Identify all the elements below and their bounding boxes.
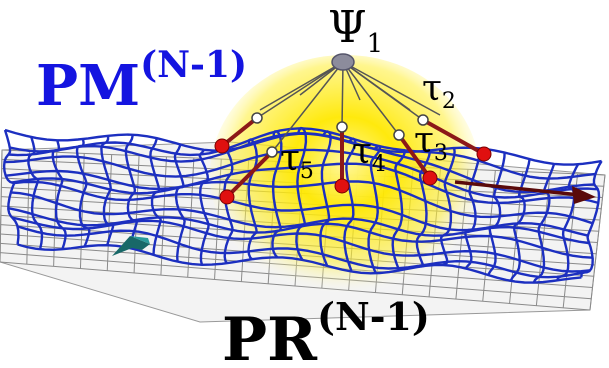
ray-line [271, 61, 344, 153]
mesh-line [9, 127, 596, 180]
fiber-ring-node [266, 146, 278, 158]
tau2-label: τ2 [422, 68, 456, 114]
ray-line [342, 61, 400, 136]
mesh-line [4, 148, 598, 199]
fiber-ball [476, 146, 492, 162]
manifold-label: PM(N-1) [36, 44, 247, 119]
mesh-line [11, 216, 591, 273]
mesh-line [17, 225, 585, 279]
mesh-line [247, 138, 259, 261]
mesh-line [343, 137, 357, 272]
tau5-label: τ5 [280, 138, 314, 184]
direction-arrow [454, 180, 596, 204]
mesh-line [198, 149, 210, 266]
mesh-line [439, 147, 456, 266]
fiber-rod [225, 150, 274, 199]
mesh-line [415, 148, 431, 268]
psi-label: Ψ1 [328, 2, 383, 59]
ray-line [256, 61, 344, 119]
fiber-ring-node [251, 112, 263, 124]
fiber-ball [334, 178, 350, 194]
ray-line [341, 61, 344, 128]
fiber-ball [219, 189, 235, 205]
fiber-ring-node [336, 121, 348, 133]
mesh-line [8, 207, 593, 259]
psi-apex-node [331, 53, 355, 71]
mesh-line [10, 191, 590, 245]
fiber-ring-node [393, 129, 405, 141]
mesh-line [464, 147, 481, 270]
tau3-label: τ3 [414, 120, 448, 166]
fiber-ring-node [417, 114, 429, 126]
mesh-line [319, 130, 332, 267]
plane-label: PR(N-1) [222, 294, 430, 368]
mesh-line [5, 162, 599, 205]
mesh-line [173, 144, 186, 262]
left-arrow-icon [112, 236, 150, 256]
ray-line [342, 61, 441, 116]
mesh-line [17, 243, 582, 284]
mesh-line [391, 148, 407, 272]
mesh-line [11, 177, 594, 225]
fiber-ball [422, 170, 438, 186]
fiber-rods [214, 112, 492, 205]
fiber-rod [397, 133, 432, 180]
ray-line [342, 61, 411, 111]
tau4-label: τ4 [352, 131, 386, 177]
ray-line [259, 61, 344, 111]
mesh-line [149, 137, 162, 255]
fiber-rod [422, 118, 485, 156]
mesh-line [14, 180, 589, 237]
mesh-line [271, 130, 283, 259]
mesh-line [295, 126, 308, 261]
mesh-line [532, 163, 556, 284]
fiber-ball [214, 138, 230, 154]
